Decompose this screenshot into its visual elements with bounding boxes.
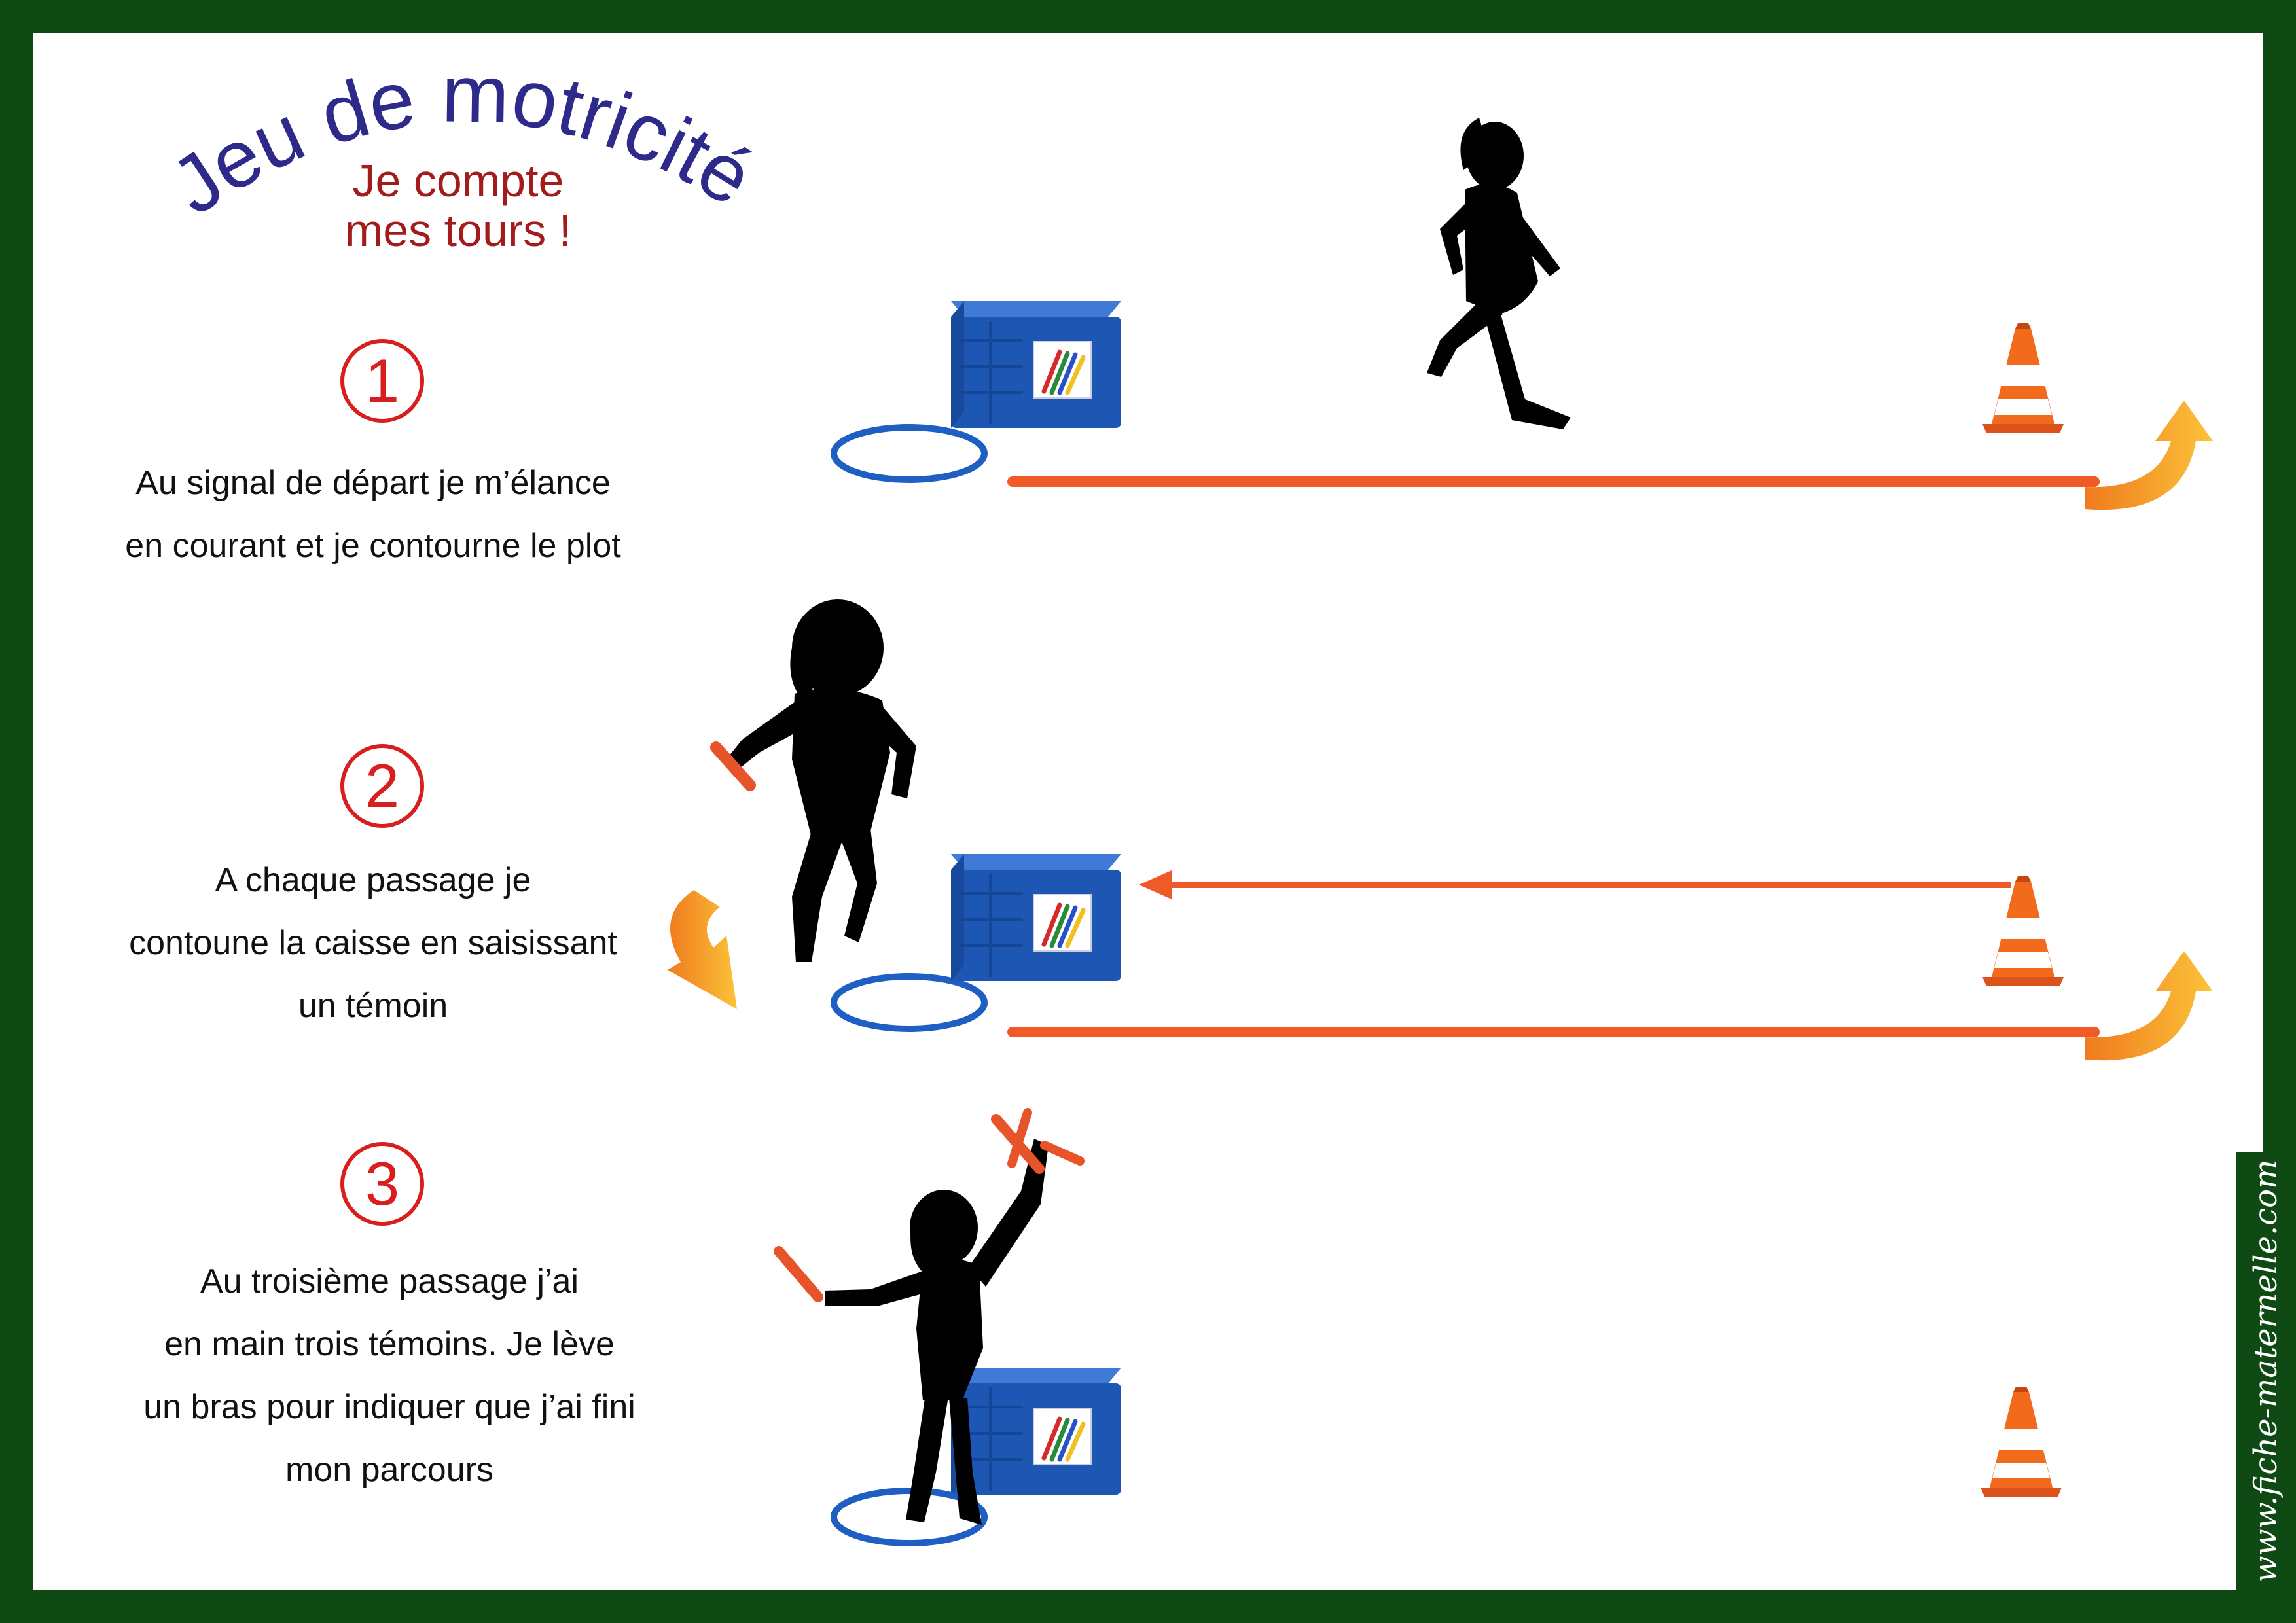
instruction-line: Au signal de départ je m’élance: [135, 464, 611, 502]
instruction-line: un bras pour indiquer que j’ai fini: [143, 1388, 636, 1426]
instruction-line: mon parcours: [285, 1451, 493, 1489]
turn-arrow: [2085, 401, 2213, 510]
hoop: [831, 424, 988, 483]
baton: [774, 1246, 823, 1302]
step-number-1: 1: [340, 339, 424, 423]
instruction-line: en main trois témoins. Je lève: [164, 1325, 615, 1363]
crate: [951, 1368, 1121, 1495]
baton: [1007, 1108, 1032, 1168]
subtitle-line: Je compte: [352, 155, 564, 206]
crate: [951, 301, 1121, 428]
worksheet: Jeu de motricité: [33, 33, 2263, 1590]
step-number-3: 3: [340, 1142, 424, 1226]
step-number-2: 2: [340, 744, 424, 828]
hoop: [831, 1488, 988, 1546]
turn-arrow: [2085, 951, 2213, 1061]
instruction-line: Au troisième passage j’ai: [200, 1262, 579, 1300]
subtitle: Je compte mes tours !: [275, 156, 641, 255]
instruction-line: en courant et je contourne le plot: [125, 527, 621, 565]
course-illustration: Jeu de motricité: [156, 48, 2213, 1546]
instruction-line: contoune la caisse en saisissant: [129, 924, 617, 962]
cone: [1982, 323, 2064, 433]
watermark-tab: www.fiche-maternelle.com: [2236, 1152, 2296, 1590]
child-silhouette-arm-raised: [825, 1139, 1049, 1525]
return-arrowhead: [1139, 870, 1172, 899]
hoop: [831, 973, 988, 1032]
instruction-line: un témoin: [298, 987, 448, 1025]
baton: [1040, 1141, 1085, 1166]
turn-arrow-down: [668, 890, 737, 1009]
crate: [951, 854, 1121, 981]
watermark-url: www.fiche-maternelle.com: [2248, 1159, 2284, 1583]
instruction-line: A chaque passage je: [215, 861, 531, 899]
child-silhouette-grabbing-baton: [726, 599, 916, 962]
baton: [710, 741, 756, 791]
step-3-instructions: Au troisième passage j’ai en main trois …: [62, 1250, 717, 1501]
cone: [1982, 876, 2064, 986]
subtitle-line: mes tours !: [344, 205, 572, 256]
cone: [1981, 1387, 2062, 1497]
running-child-silhouette: [1427, 118, 1571, 429]
step-1-instructions: Au signal de départ je m’élance en coura…: [46, 452, 700, 577]
step-2-instructions: A chaque passage je contoune la caisse e…: [46, 849, 700, 1037]
